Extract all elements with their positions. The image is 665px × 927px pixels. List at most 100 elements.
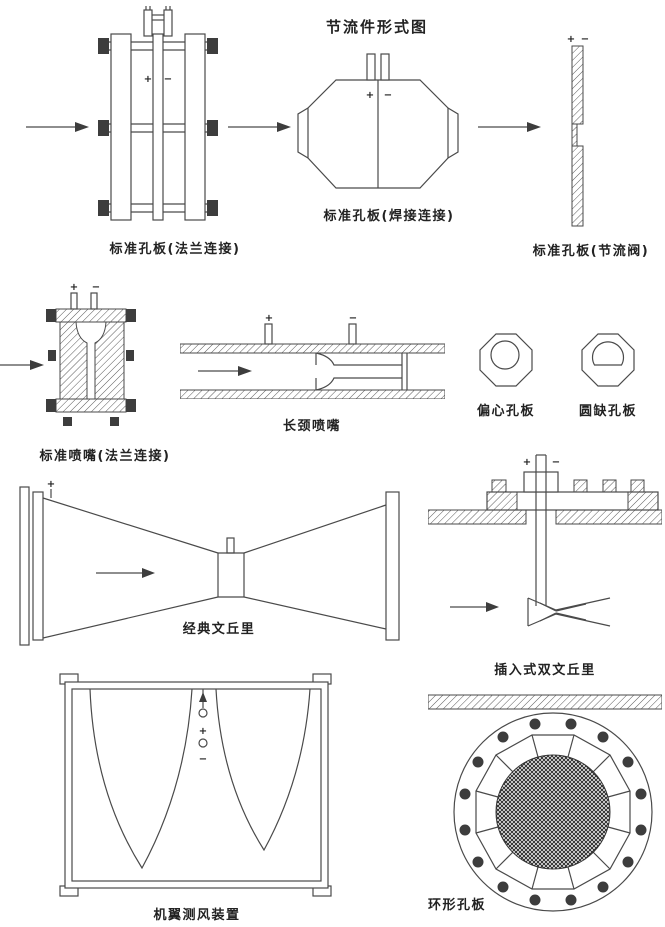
figure-annular-orifice: [453, 712, 653, 912]
label-eccentric-orifice: 偏心孔板: [476, 404, 536, 419]
probe-tube: [535, 454, 547, 606]
flange-rim: [453, 712, 653, 912]
weld-bevel-right: [447, 107, 459, 159]
nozzle-body-right: [94, 321, 125, 400]
label-orifice-welded: 标准孔板(焊接连接): [323, 209, 455, 224]
tap-tube-minus: [90, 292, 98, 310]
outlet-flange: [385, 491, 400, 641]
convergent-cone: [42, 497, 219, 639]
figure-classic-venturi: +: [19, 479, 400, 646]
figure-long-neck-nozzle: + −: [180, 313, 445, 399]
side-bolt: [126, 350, 134, 361]
probe-clamp: [523, 471, 559, 493]
minus-sign: −: [92, 282, 100, 293]
inlet-flange-inner: [32, 491, 44, 641]
airfoil-right: [215, 688, 311, 852]
label-orifice-throttle: 标准孔板(节流阀): [532, 244, 650, 259]
minus-sign: −: [581, 34, 589, 45]
plus-sign: +: [366, 90, 374, 101]
flow-arrow: [450, 602, 499, 612]
figure-orifice-plate-flange: + −: [98, 6, 218, 221]
flow-arrow: [96, 568, 155, 578]
plate-octagon: [479, 333, 533, 387]
minus-sign: −: [384, 90, 392, 101]
tap-tube-plus: [264, 323, 273, 345]
figure-insert-double-venturi: + −: [428, 454, 662, 710]
label-insert-double-venturi: 插入式双文丘里: [494, 663, 596, 678]
stud-nut: [63, 417, 72, 426]
label-nozzle-flange: 标准喷嘴(法兰连接): [39, 449, 171, 464]
plus-sign: +: [144, 74, 152, 85]
pipe-wall-bottom: [180, 389, 445, 399]
flange-top: [55, 308, 127, 323]
flange-plate-left: [110, 33, 132, 221]
pipe-wall-top: [180, 343, 445, 354]
weld-bevel-left: [297, 107, 309, 159]
nozzle-profile: [315, 352, 408, 391]
label-annular-orifice: 环形孔板: [427, 898, 487, 913]
minus-sign: −: [552, 457, 560, 468]
rim-bolts: [459, 718, 647, 906]
pressure-tap-tubes: [143, 6, 173, 37]
page-title: 节流件形式图: [325, 18, 429, 36]
bolt-nut: [126, 399, 136, 412]
figure-segmental-orifice: [581, 333, 635, 387]
plate-upper: [571, 45, 584, 125]
annular-bore-disc: [495, 754, 611, 870]
pipe-wall-bottom: [428, 694, 662, 710]
label-long-neck-nozzle: 长颈喷嘴: [282, 419, 342, 434]
label-airfoil-device: 机翼测风装置: [153, 908, 241, 923]
flange-plate-right: [184, 33, 206, 221]
plate-octagon: [581, 333, 635, 387]
figure-airfoil-device: + −: [59, 673, 332, 897]
throat: [217, 552, 245, 598]
minus-sign: −: [349, 313, 357, 324]
plus-sign: +: [265, 313, 273, 324]
sensing-element: [198, 689, 208, 748]
label-segmental-orifice: 圆缺孔板: [578, 404, 638, 419]
bolt-nuts: [98, 38, 218, 216]
plus-sign: +: [523, 457, 531, 468]
flange-bottom: [55, 398, 127, 413]
minus-sign: −: [199, 754, 207, 765]
throat-tap: [226, 537, 235, 554]
tap-tube-plus: [70, 292, 78, 310]
pipe-wall-top-right: [555, 509, 662, 525]
stud-nut: [110, 417, 119, 426]
double-venturi-element: [527, 597, 611, 627]
bolt-nut: [46, 309, 56, 322]
segmental-bore: [591, 341, 625, 366]
inlet-flange-outer: [19, 486, 30, 646]
flow-arrow-row1-mid: [228, 122, 291, 132]
flow-arrow: [198, 366, 252, 376]
figure-eccentric-orifice: [479, 333, 533, 387]
plus-sign: +: [47, 479, 55, 490]
figure-orifice-plate-welded: + −: [297, 53, 459, 189]
figure-orifice-plate-throttle: + −: [567, 34, 589, 227]
flange-section-left: [486, 491, 518, 511]
side-bolt: [48, 350, 56, 361]
duct-frame-outer: [64, 681, 329, 889]
plus-sign: +: [567, 34, 575, 45]
plus-sign: +: [70, 282, 78, 293]
welded-body: [307, 79, 449, 189]
pipe-wall-top-left: [428, 509, 527, 525]
tap-tube-minus: [348, 323, 357, 345]
label-classic-venturi: 经典文丘里: [182, 622, 256, 637]
duct-frame-inner: [71, 688, 322, 882]
orifice-plate: [152, 33, 164, 221]
plate-bore-edge: [571, 123, 578, 147]
minus-sign: −: [164, 74, 172, 85]
bolt-nut: [46, 399, 56, 412]
flow-arrow-row2-left: [0, 360, 44, 370]
flange-section-right: [627, 491, 659, 511]
flow-arrow-row1-left: [26, 122, 89, 132]
nozzle-body-left: [59, 321, 88, 400]
airfoil-left: [89, 688, 193, 870]
flange-bolts: [491, 479, 645, 493]
bolt-nut: [126, 309, 136, 322]
plate-lower: [571, 145, 584, 227]
radial-spokes: [475, 734, 631, 890]
eccentric-bore: [490, 340, 520, 370]
